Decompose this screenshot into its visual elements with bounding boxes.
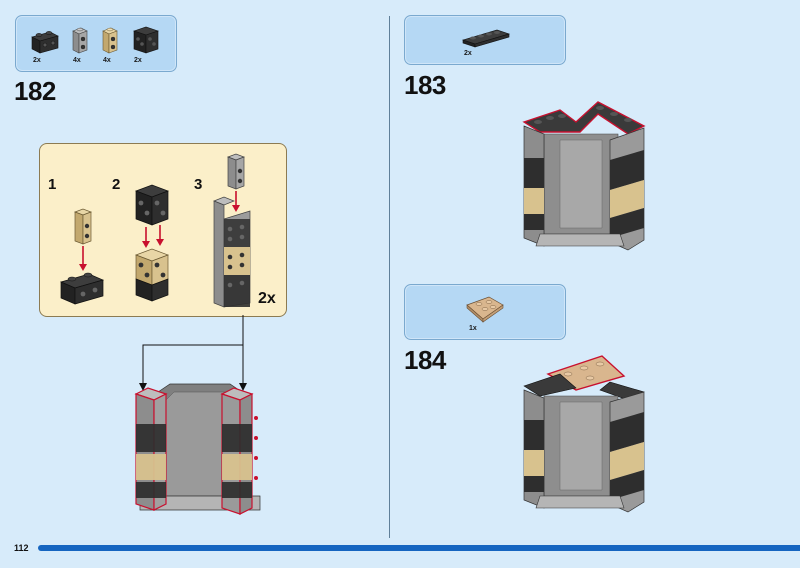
step-number-183: 183 (404, 70, 446, 100)
step-number-184: 184 (404, 345, 446, 375)
brick-2x2-studs-side-black-icon (133, 26, 159, 54)
parts-callout-step-183: 2x (404, 15, 566, 65)
part-qty: 4x (73, 57, 81, 64)
substep-1-illustration (59, 208, 105, 305)
step-number-182: 182 (14, 76, 56, 106)
step-182-model-illustration (134, 383, 261, 515)
substep-number-2: 2 (112, 176, 121, 193)
part-qty: 2x (134, 57, 142, 64)
part-qty: 1x (469, 325, 477, 332)
substep-number-1: 1 (48, 176, 57, 193)
subassembly-multiplier: 2x (258, 290, 276, 307)
substep-3-illustration (213, 153, 251, 308)
page-footer-bar (38, 545, 800, 551)
plate-1x4-black-icon (461, 29, 511, 48)
brick-1x2-studs-side-black-icon (31, 31, 59, 54)
substep-2-illustration (135, 184, 169, 302)
parts-callout-step-182: 2x 4x 4x 2x (15, 15, 177, 72)
part-qty: 4x (103, 57, 111, 64)
step-184-model-illustration (523, 355, 645, 513)
wedge-plate-tan-icon (466, 296, 504, 323)
page-number: 112 (14, 543, 29, 553)
step-183-model-illustration (522, 101, 646, 251)
part-qty: 2x (33, 57, 41, 64)
subassembly-callout: 1 2 3 2x (39, 143, 287, 317)
column-divider (389, 16, 390, 538)
substep-number-3: 3 (194, 176, 203, 193)
brick-1x1-studs-side-tan-icon (102, 27, 118, 54)
parts-callout-step-184: 1x (404, 284, 566, 340)
brick-1x1-studs-side-grey-icon (72, 27, 88, 54)
part-qty: 2x (464, 50, 472, 57)
